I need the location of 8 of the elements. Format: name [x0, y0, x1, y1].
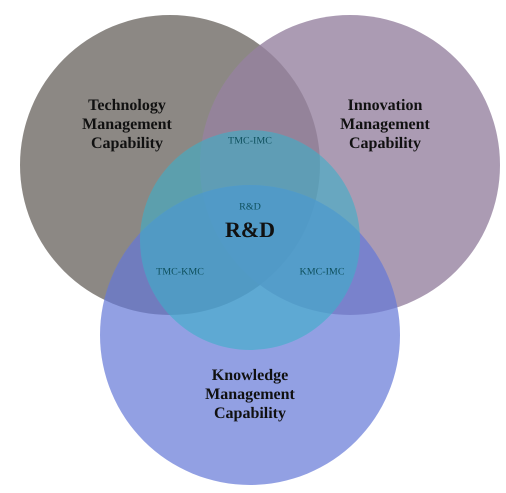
overlap-label: TMC-KMC — [156, 266, 204, 278]
overlap-label: TMC-IMC — [228, 136, 272, 146]
circle-label: Technology Management Capability — [81, 96, 173, 154]
circle-label: Innovation Management Capability — [339, 96, 431, 154]
circle-label: R&D — [224, 216, 276, 244]
circle-label: Knowledge Management Capability — [204, 366, 296, 424]
overlap-label: KMC-IMC — [300, 266, 344, 278]
overlap-label: R&D — [239, 202, 261, 212]
